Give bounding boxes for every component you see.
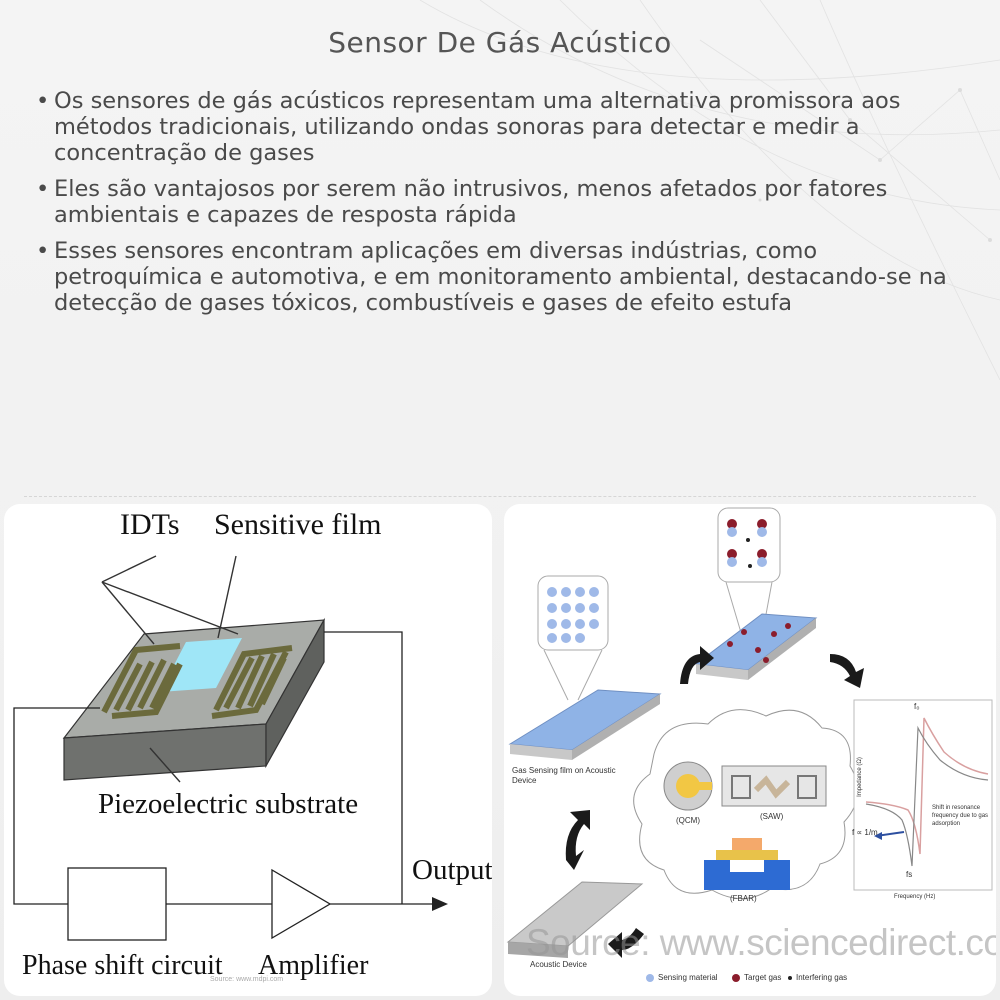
f0-label: f₀ (914, 702, 920, 711)
film-plate-1 (508, 689, 662, 751)
bullet-text: Eles são vantajosos por serem não intrus… (54, 176, 888, 228)
cycle-arrows (565, 646, 864, 958)
gas-molecules (727, 519, 767, 568)
source-note: Source: www.mdpi.com (210, 976, 284, 983)
section-divider (24, 496, 976, 497)
output-label: Output (412, 854, 492, 886)
shift-note: Shift in resonance frequency due to gas … (932, 805, 989, 827)
film-plate-2 (694, 613, 818, 671)
amplifier-label: Amplifier (258, 950, 369, 981)
sensing-material-dots (547, 587, 599, 643)
page-title: Sensor De Gás Acústico (328, 26, 672, 59)
bullet-item: •Esses sensores encontram aplicações em … (36, 238, 966, 316)
idt-right (211, 645, 293, 719)
acoustic-sensing-cycle-diagram: Gas Sensing film on Acoustic Device Acou… (504, 504, 996, 996)
substrate-side (265, 617, 325, 769)
curve-before (865, 717, 989, 855)
qcm-label: (QCM) (676, 816, 700, 825)
bullet-text: Os sensores de gás acústicos representam… (54, 88, 901, 166)
amplifier-triangle (271, 868, 332, 940)
source-watermark: Source: www.sciencedirect.com (526, 922, 996, 963)
fbar-label: (FBAR) (730, 894, 757, 903)
impedance-plot (853, 699, 993, 891)
saw-device (721, 765, 827, 807)
sensing-cycle-drawing (506, 507, 993, 982)
impedance-axis-label: Impedance (Ω) (856, 757, 863, 797)
saw-sensor-drawing (13, 555, 448, 941)
target-zoom-box (717, 507, 781, 583)
idts-label: IDTs (120, 508, 180, 541)
bullet-item: •Os sensores de gás acústicos representa… (36, 88, 966, 166)
curve-after (865, 725, 989, 867)
gas-film-label: Gas Sensing film on Acoustic Device (512, 766, 616, 785)
substrate-label: Piezoelectric substrate (98, 788, 359, 820)
bullet-item: •Eles são vantajosos por serem não intru… (36, 176, 966, 228)
bullet-dot: • (36, 238, 50, 264)
output-arrowhead (432, 897, 448, 911)
acoustic-device-plate (506, 881, 644, 947)
bullet-dot: • (36, 176, 50, 202)
saw-label: (SAW) (760, 812, 784, 821)
sensitive-film-label: Sensitive film (214, 508, 382, 541)
background-network-pattern (419, 0, 1000, 381)
phase-shift-label: Phase shift circuit (22, 950, 223, 981)
phase-shift-box (67, 867, 167, 941)
bullet-dot: • (36, 88, 50, 114)
frequency-axis-label: Frequency (Hz) (894, 894, 936, 900)
sensitive-film (160, 638, 242, 692)
acoustic-device-label: Acoustic Device (530, 960, 587, 969)
idt-left (101, 643, 183, 719)
fs-label: fs (906, 870, 913, 879)
saw-sensor-diagram: IDTs Sensitive film Piezoelectric substr… (4, 504, 492, 996)
legend-target: Target gas (744, 973, 782, 982)
f-relation-label: f ∝ 1/m (852, 828, 878, 837)
legend-interfering: Interfering gas (796, 973, 848, 982)
bullet-list: •Os sensores de gás acústicos representa… (36, 88, 966, 326)
bullet-text: Esses sensores encontram aplicações em d… (54, 238, 947, 316)
legend-sensing: Sensing material (658, 973, 718, 982)
